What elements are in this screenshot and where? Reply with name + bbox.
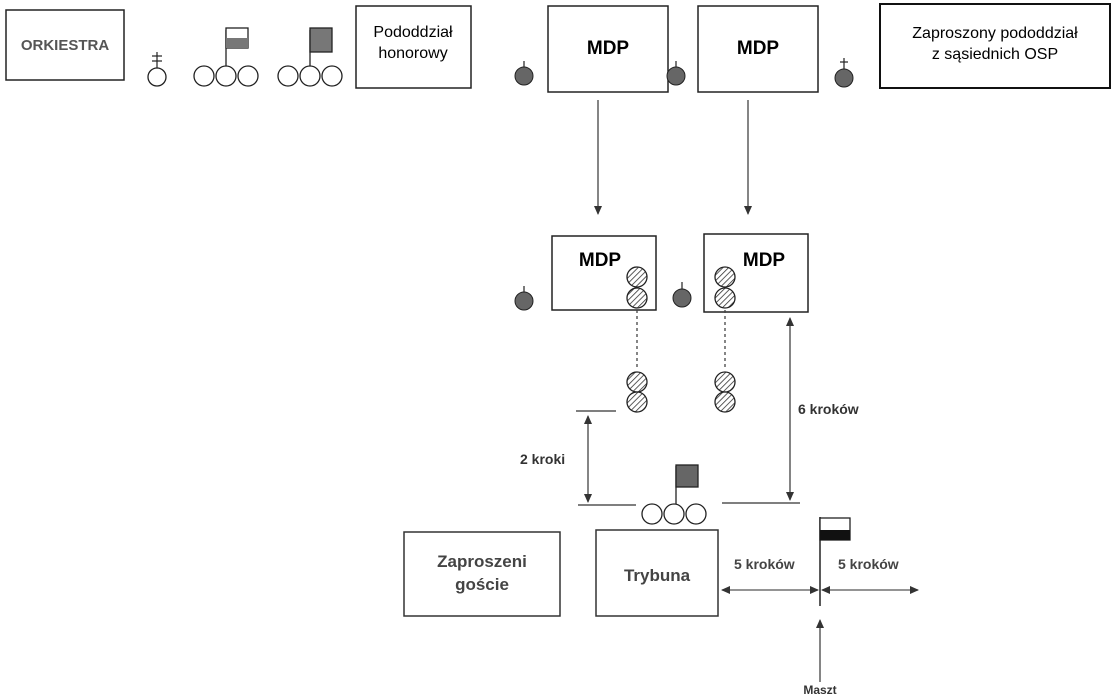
dimension-6-krokow: 6 kroków: [786, 317, 859, 501]
zaproszeni-goscie-box: Zaproszeni goście: [403, 531, 561, 617]
dimension-label: 5 kroków: [838, 556, 899, 572]
trybuna-label: Trybuna: [624, 566, 691, 585]
zaproszony-line2: z sąsiednich OSP: [932, 46, 1058, 63]
leader-symbol: [672, 282, 692, 308]
dimension-label: 5 kroków: [734, 556, 795, 572]
leader-symbol: [514, 61, 534, 86]
leader-symbol: [666, 61, 686, 86]
trybuna-box: Trybuna: [595, 529, 719, 617]
banner-group-2: [277, 27, 343, 87]
dimension-label: 6 kroków: [798, 401, 859, 417]
orkiestra-box: ORKIESTRA: [5, 9, 125, 81]
pododdzial-honorowy-box: Pododdział honorowy: [355, 5, 472, 89]
pododdzial-honorowy-line1: Pododdział: [373, 24, 453, 41]
orkiestra-label: ORKIESTRA: [21, 37, 110, 54]
mdp-label: MDP: [743, 250, 786, 271]
mdp-box-top-1: MDP: [547, 5, 669, 93]
banner-flag-icon: [309, 27, 333, 53]
mdp-label: MDP: [579, 250, 622, 271]
zaproszony-line1: Zaproszony pododdział: [912, 25, 1078, 42]
goscie-line2: goście: [455, 575, 509, 594]
hatched-column-2: [714, 266, 736, 413]
dimension-5-krokow-left: 5 kroków: [721, 556, 819, 594]
dimension-5-krokow-right: 5 kroków: [821, 556, 919, 594]
banner-flag-icon: [675, 464, 699, 488]
goscie-line1: Zaproszeni: [437, 552, 527, 571]
zaproszony-pododdzial-box: Zaproszony pododdział z sąsiednich OSP: [879, 3, 1111, 89]
commander-symbol: [147, 52, 167, 87]
mdp-box-top-2: MDP: [697, 5, 819, 93]
banner-group-1: [193, 27, 259, 87]
hatched-column-1: [626, 266, 648, 413]
banner-group-bottom: [641, 464, 707, 525]
maszt-label: Maszt: [803, 683, 836, 697]
leader-symbol: [834, 58, 854, 88]
pododdzial-honorowy-line2: honorowy: [378, 45, 447, 62]
maszt-symbol: [819, 517, 851, 606]
dimension-label: 2 kroki: [520, 451, 565, 467]
mdp-label: MDP: [737, 38, 780, 59]
leader-symbol: [514, 286, 534, 311]
mdp-label: MDP: [587, 38, 630, 59]
dimension-2-kroki: 2 kroki: [520, 410, 616, 503]
